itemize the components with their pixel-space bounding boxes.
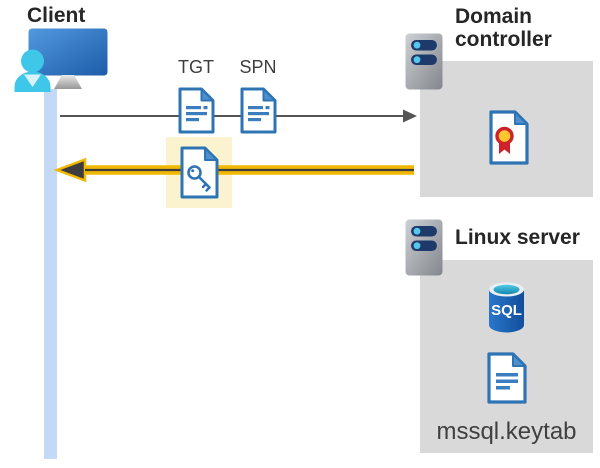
- spn-label: SPN: [239, 57, 277, 77]
- monitor-stand: [54, 75, 82, 89]
- response-arrow: [53, 157, 414, 183]
- request-arrow: [60, 109, 417, 123]
- client-title: Client: [27, 4, 86, 27]
- linux-server-icon: [405, 219, 443, 276]
- linux-server-title: Linux server: [455, 226, 580, 249]
- tgt-label: TGT: [178, 57, 214, 77]
- certificate-icon: [489, 110, 529, 165]
- sql-database-icon: SQL: [489, 282, 524, 333]
- tgt-document-icon: [178, 87, 215, 134]
- person-collar: [24, 74, 41, 87]
- domain-controller-server-icon: [405, 33, 443, 90]
- key-document-icon: [180, 146, 219, 199]
- request-arrowhead: [403, 109, 417, 123]
- certificate-seal: [495, 126, 514, 146]
- domain-controller-title: Domain controller: [455, 5, 552, 51]
- spn-document-icon: [240, 87, 277, 134]
- monitor-icon: [28, 28, 108, 76]
- client-timeline-rail: [44, 89, 57, 459]
- keytab-document-icon: [487, 352, 527, 404]
- sql-label: SQL: [491, 302, 522, 319]
- response-arrowhead: [53, 157, 87, 183]
- client-icon: [14, 28, 108, 92]
- person-head: [21, 49, 44, 73]
- keytab-label: mssql.keytab: [436, 418, 577, 445]
